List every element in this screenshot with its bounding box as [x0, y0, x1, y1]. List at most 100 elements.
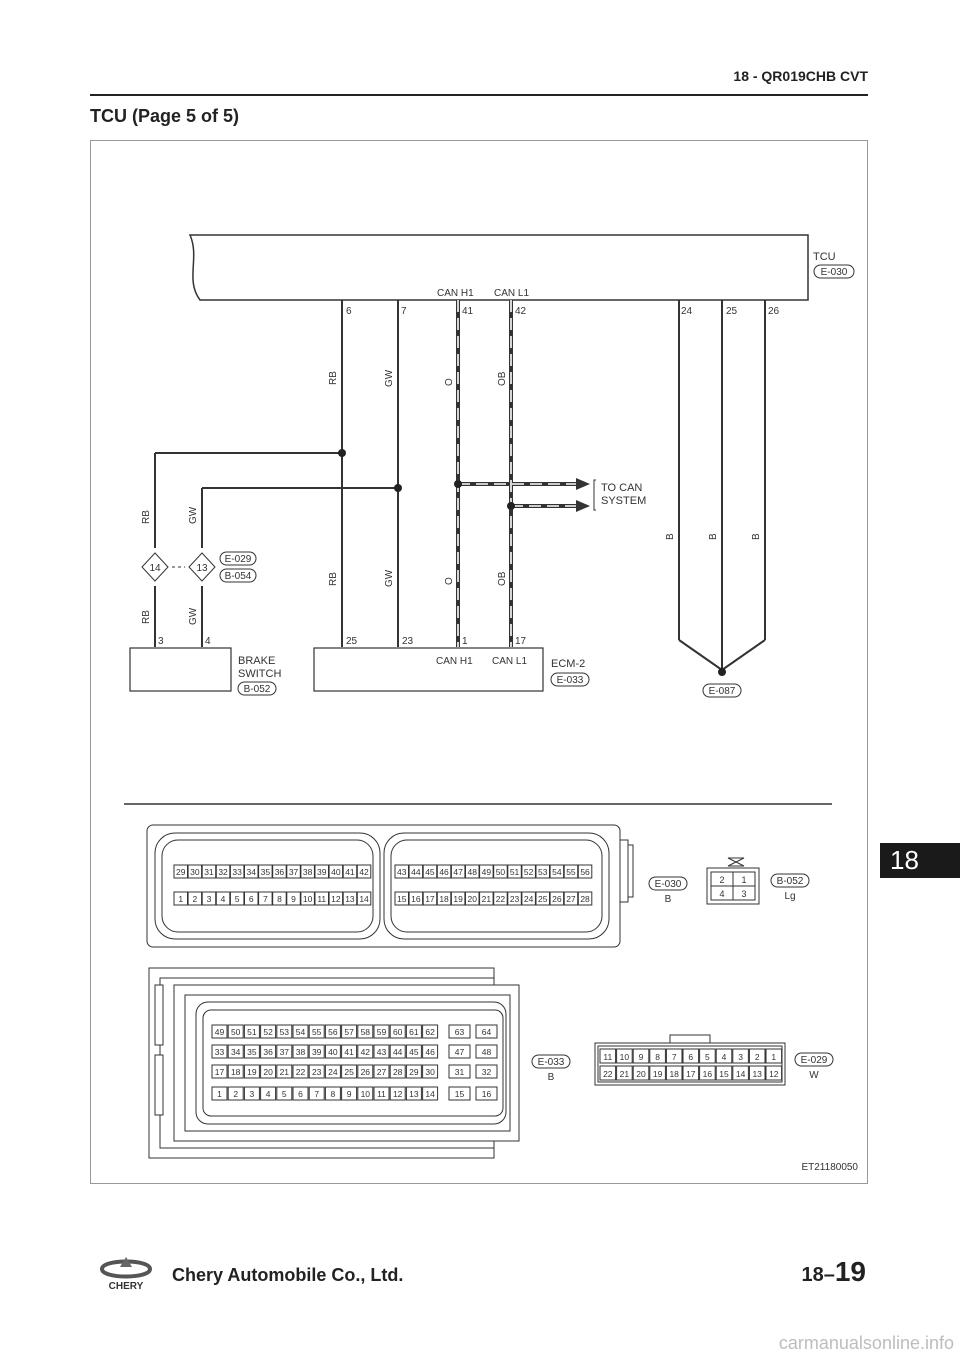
e033-cell [308, 1086, 325, 1101]
tcu-pin-41: 41 [462, 306, 474, 317]
e030-pin-11: 11 [317, 894, 326, 904]
e029-cell [732, 1065, 749, 1081]
tcu-pin-6: 6 [346, 306, 352, 317]
e029-pin-11: 11 [603, 1052, 612, 1062]
image-code: ET21180050 [801, 1162, 858, 1173]
e030-pin-34: 34 [247, 867, 257, 877]
e030-cell [535, 891, 550, 906]
e029-pin-12: 12 [769, 1069, 779, 1079]
e033-cell [260, 1024, 277, 1039]
e033-pin-63: 63 [455, 1027, 465, 1037]
e033-pin-32: 32 [482, 1067, 492, 1077]
e033-pin-7: 7 [314, 1089, 319, 1099]
e030-cell [300, 864, 315, 879]
tcu-connector-pill [813, 264, 855, 279]
e029-cell [665, 1048, 683, 1064]
e033-cell [389, 1086, 406, 1101]
e029-pin-14: 14 [736, 1069, 746, 1079]
e033-cell [357, 1086, 374, 1101]
e033-cell [292, 1044, 309, 1059]
wire-label-rb-bottom: RB [328, 572, 339, 586]
wire-label-o-top: O [444, 378, 455, 386]
e029-pin-10: 10 [620, 1052, 630, 1062]
e033-cell [341, 1024, 358, 1039]
e033-pin-56: 56 [328, 1027, 338, 1037]
e030-cell [577, 864, 593, 879]
wire-label-gw-bottom: GW [384, 569, 395, 587]
e033-pin-18: 18 [231, 1067, 241, 1077]
e033-pin-24: 24 [328, 1067, 338, 1077]
tcu-label: TCU [813, 251, 836, 263]
chapter-tab[interactable]: 18 [880, 843, 960, 878]
e029-pin-3: 3 [738, 1052, 743, 1062]
e033-pin-31: 31 [455, 1067, 465, 1077]
e033-cell [475, 1024, 498, 1039]
tcu-can-l-label: CAN L1 [494, 288, 529, 299]
wires [154, 300, 766, 672]
e030-cell [201, 864, 217, 879]
e033-pin-55: 55 [312, 1027, 322, 1037]
e029-cell [699, 1048, 716, 1064]
brake-switch-pin-4: 4 [205, 636, 211, 647]
e033-cell [422, 1086, 439, 1101]
e030-cell [450, 864, 466, 879]
e033-pin-41: 41 [344, 1047, 354, 1057]
e029-cell [649, 1065, 666, 1081]
e033-pin-22: 22 [296, 1067, 306, 1077]
b052-pin-3: 3 [741, 889, 746, 899]
brake-switch-pin-3: 3 [158, 636, 164, 647]
header-rule [90, 94, 868, 96]
tcu-pin-7: 7 [401, 306, 407, 317]
footer-page-prefix: 18– [801, 1264, 835, 1286]
e030-pin-30: 30 [190, 867, 200, 877]
e033-cell [324, 1044, 341, 1059]
e033-cell [260, 1064, 277, 1079]
to-can-label-1: TO CAN [601, 482, 642, 494]
wire-label-ob-bottom: OB [497, 571, 508, 586]
e030-pin-28: 28 [580, 894, 590, 904]
e033-pin-12: 12 [393, 1089, 403, 1099]
b052-pin-4: 4 [719, 889, 724, 899]
e030-cell [436, 864, 452, 879]
b052-view-color: Lg [784, 891, 795, 902]
e029-cell [748, 1065, 766, 1081]
e030-cell [436, 891, 452, 906]
e030-cell [356, 864, 372, 879]
ecm-can-l-label: CAN L1 [492, 656, 527, 667]
e030-cell [563, 891, 579, 906]
e030-view-color: B [665, 894, 672, 905]
e033-pin-6: 6 [298, 1089, 303, 1099]
e033-cell [405, 1024, 422, 1039]
e030-pin-42: 42 [359, 867, 369, 877]
e033-cell [341, 1086, 358, 1101]
junction-connector: 14 13 E-029 B-054 [141, 551, 257, 583]
ecm-box [313, 647, 544, 692]
e030-cell [549, 864, 565, 879]
e033-cell [422, 1064, 439, 1079]
e030-pin-49: 49 [482, 867, 492, 877]
e033-cell [373, 1086, 390, 1101]
e030-cell [356, 891, 372, 906]
e029-cell [715, 1048, 733, 1064]
e029-cell [748, 1048, 766, 1064]
e030-cell [314, 891, 329, 906]
e029-cell [715, 1065, 733, 1081]
e030-cell [465, 864, 480, 879]
e030-cell [314, 864, 329, 879]
e030-pin-35: 35 [261, 867, 271, 877]
e033-pin-34: 34 [231, 1047, 241, 1057]
e029-cell [616, 1048, 633, 1064]
brake-switch-box [129, 647, 232, 692]
e030-cell [173, 864, 188, 879]
e030-cell [272, 891, 287, 906]
e029-pin-8: 8 [655, 1052, 660, 1062]
e033-pin-27: 27 [377, 1067, 387, 1077]
footer-page: 18–19 [801, 1256, 866, 1288]
e030-cell [229, 864, 245, 879]
e030-cell [422, 891, 438, 906]
e030-pin-45: 45 [425, 867, 435, 877]
e029-cell [632, 1048, 650, 1064]
wire-label-b-25: B [708, 533, 719, 540]
wire-label-rb-switch: RB [141, 610, 152, 624]
